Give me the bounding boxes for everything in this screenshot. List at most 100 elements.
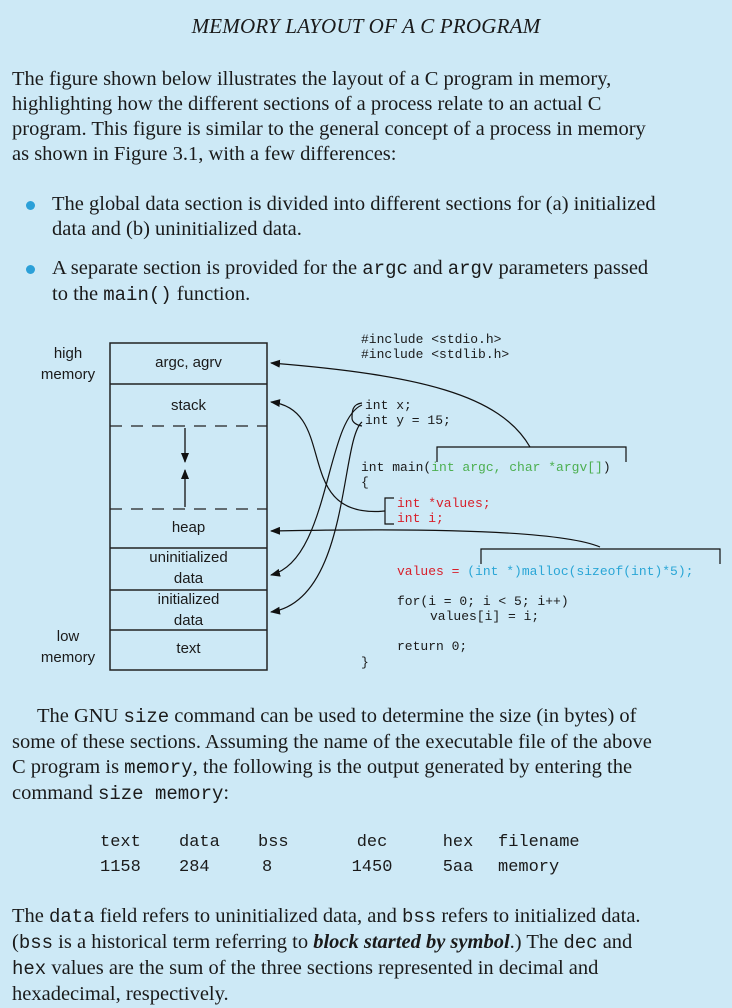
para-line: C program is memory, the following is th… [12, 755, 720, 781]
code-include-stdio: #include <stdio.h> [361, 332, 502, 347]
code-close-brace: } [361, 655, 369, 670]
text: : [223, 782, 230, 804]
code-token: ) [602, 460, 611, 475]
code-token: int main( [361, 460, 432, 475]
locals-bracket [384, 497, 394, 525]
code-malloc-line: values = (int *)malloc(sizeof(int)*5); [397, 564, 693, 579]
text: C program is [12, 756, 125, 778]
para-line: some of these sections. Assuming the nam… [12, 731, 652, 753]
code-include-stdlib: #include <stdlib.h> [361, 347, 510, 362]
segment-uninitialized-data: uninitialized data [110, 547, 267, 589]
bullet-line: to the main() function. [52, 282, 720, 308]
low-memory-label: low memory [30, 626, 106, 668]
segment-stack: stack [170, 397, 206, 414]
table-cell: 284 [179, 858, 210, 877]
intro-line: The figure shown below illustrates the l… [12, 68, 612, 90]
code-main: main() [103, 284, 172, 306]
text: , the following is the output generated … [192, 756, 633, 778]
segment-initialized-data: initialized data [110, 589, 267, 631]
text: is a historical term referring to [53, 931, 314, 953]
code-for-body: values[i] = i; [430, 609, 540, 624]
segment-text: text [176, 640, 201, 657]
segment-line: data [173, 570, 204, 587]
bullet-item-1: The global data section is divided into … [52, 192, 720, 242]
table-header: dec [356, 833, 388, 852]
table-header-row: text data bss dec hex filename [100, 830, 580, 855]
high-memory-label: high memory [30, 343, 106, 385]
text: The [12, 905, 49, 927]
table-cell: 1158 [100, 858, 141, 877]
code-for-loop: for(i = 0; i < 5; i++) [397, 594, 569, 609]
bullet-line: A separate section is provided for the a… [52, 256, 720, 282]
code-token: values = [397, 564, 468, 579]
segment-line: initialized [157, 591, 220, 608]
para-line: hex values are the sum of the three sect… [12, 956, 720, 982]
text: command [12, 782, 98, 804]
bullet-text: function. [171, 283, 251, 305]
segment-args: argc, agrv [155, 354, 222, 371]
table-row: 1158 284 8 1450 5aa memory [100, 855, 580, 880]
code-argv: argv [447, 258, 494, 280]
size-output-table: text data bss dec hex filename 1158 284 … [100, 830, 580, 880]
bullet-text: parameters passed [493, 257, 649, 279]
code-hex: hex [12, 958, 47, 980]
table-header: data [179, 833, 220, 852]
bullet-text: A separate section is provided for the [52, 257, 363, 279]
para-line: command size memory: [12, 781, 720, 807]
code-size-memory: size memory [97, 783, 224, 805]
text: and [597, 931, 633, 953]
table-header: text [100, 833, 141, 852]
code-bss: bss [402, 906, 437, 928]
code-return: return 0; [397, 639, 468, 654]
bullet-text: to the [52, 283, 104, 305]
table-cell: 5aa [442, 858, 474, 877]
label-line: memory [40, 649, 96, 666]
text: The GNU [37, 705, 124, 727]
size-paragraph: The GNU size command can be used to dete… [12, 704, 720, 807]
bullet-dot-icon [26, 201, 35, 210]
code-data: data [49, 906, 95, 928]
globals-brace [351, 402, 363, 427]
intro-line: highlighting how the different sections … [12, 93, 602, 115]
bullet-item-2: A separate section is provided for the a… [52, 256, 720, 308]
bullet-dot-icon [26, 265, 35, 274]
intro-line: program. This figure is similar to the g… [12, 118, 646, 140]
bullet-line: data and (b) uninitialized data. [52, 218, 302, 240]
final-paragraph: The data field refers to uninitialized d… [12, 904, 720, 1007]
label-line: high [53, 345, 83, 362]
code-local-values: int *values; [397, 496, 491, 511]
segment-line: uninitialized [149, 549, 228, 566]
para-line: (bss is a historical term referring to b… [12, 930, 720, 956]
para-line: hexadecimal, respectively. [12, 983, 229, 1005]
table-cell: 8 [262, 858, 273, 877]
para-line: The GNU size command can be used to dete… [12, 704, 720, 730]
code-decl-y: int y = 15; [365, 413, 451, 428]
code-argc: argc [362, 258, 408, 280]
page-title: MEMORY LAYOUT OF A C PROGRAM [191, 14, 541, 38]
code-dec: dec [563, 932, 598, 954]
heap-arrow [270, 526, 601, 548]
code-size: size [123, 706, 170, 728]
malloc-bracket [480, 548, 721, 564]
text: command can be used to determine the siz… [169, 705, 637, 727]
emphasis-term: block started by symbol [313, 931, 510, 953]
intro-line: as shown in Figure 3.1, with a few diffe… [12, 143, 397, 165]
code-local-i: int i; [397, 511, 444, 526]
bullet-text: and [407, 257, 448, 279]
para-line: The data field refers to uninitialized d… [12, 904, 720, 930]
table-header: filename [498, 833, 580, 852]
text: field refers to uninitialized data, and [94, 905, 402, 927]
intro-paragraph: The figure shown below illustrates the l… [12, 67, 720, 167]
text: refers to initialized data. [436, 905, 641, 927]
table-header: hex [442, 833, 474, 852]
code-malloc-expr: (int *)malloc(sizeof(int)*5); [467, 564, 694, 579]
code-bss: bss [18, 932, 54, 954]
code-main-params: int argc, char *argv[] [431, 460, 603, 475]
segment-heap: heap [171, 519, 206, 536]
text: values are the sum of the three sections… [46, 957, 599, 979]
table-cell: 1450 [351, 858, 393, 877]
bullet-line: The global data section is divided into … [52, 193, 656, 215]
segment-line: data [173, 612, 204, 629]
init-arrow [270, 421, 363, 615]
label-line: low [56, 628, 80, 645]
